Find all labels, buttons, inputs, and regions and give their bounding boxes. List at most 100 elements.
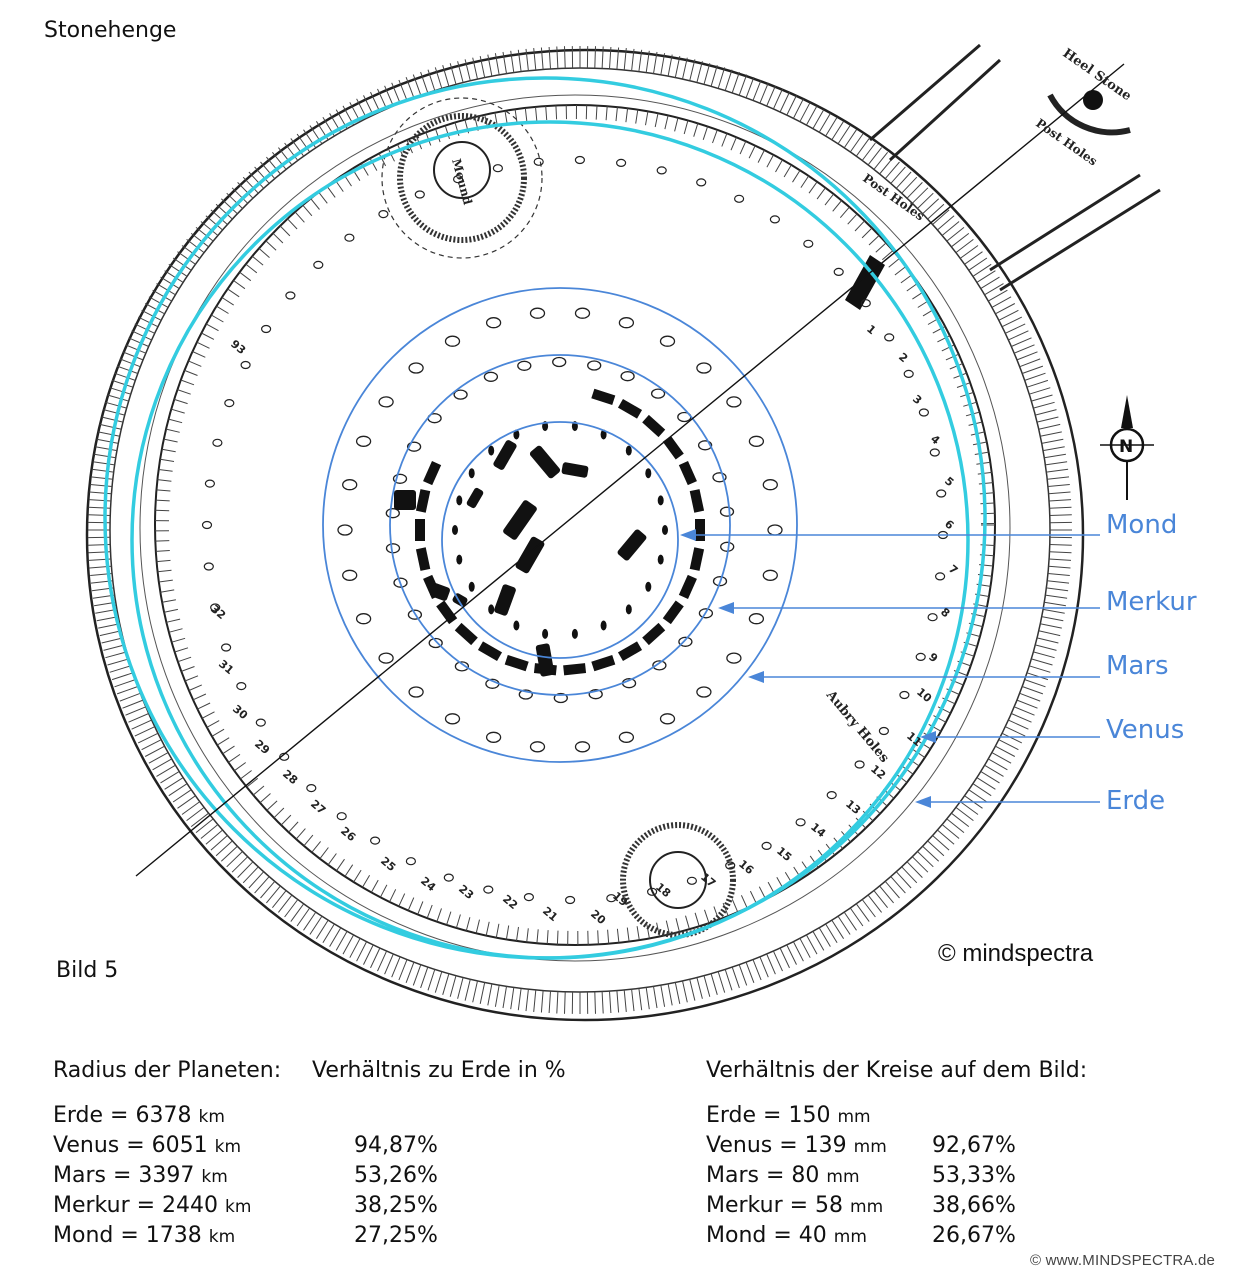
z-hole <box>428 637 443 649</box>
bluestone <box>456 554 463 565</box>
planet-circles <box>103 76 987 960</box>
aubrey-hole-number: 25 <box>378 854 398 874</box>
label-arrows <box>680 529 1100 808</box>
heel-stone <box>1083 90 1103 110</box>
z-hole <box>393 577 408 588</box>
sarsen-stone <box>504 654 529 672</box>
aubrey-hole <box>483 885 494 894</box>
z-hole <box>518 689 533 700</box>
header-circle-ratio: Verhältnis der Kreise auf dem Bild: <box>706 1058 1088 1083</box>
circle-erde <box>103 76 987 960</box>
row-unit: km <box>198 1107 225 1127</box>
bluestone <box>600 429 607 440</box>
bluestone <box>571 628 578 639</box>
aubrey-hole-number: 23 <box>456 882 476 902</box>
z-hole <box>588 689 603 700</box>
z-hole <box>697 440 713 451</box>
aubrey-hole <box>854 760 865 769</box>
aubrey-hole-number: 10 <box>914 685 934 705</box>
aubrey-hole <box>884 333 895 342</box>
label-erde: Erde <box>1106 786 1166 816</box>
aubrey-hole-number: 7 <box>946 562 960 577</box>
aubrey-hole-number: 5 <box>942 474 956 489</box>
trilithon-stone <box>529 445 561 479</box>
row-percentage: 53,33% <box>932 1163 1016 1188</box>
row-unit: mm <box>853 1137 887 1157</box>
mounds <box>381 97 736 938</box>
bluestone <box>600 620 607 631</box>
row-value: Merkur = 58 <box>706 1193 844 1218</box>
y-hole <box>355 435 372 447</box>
aubrey-hole <box>574 155 586 165</box>
aubrey-hole-number: 28 <box>280 767 300 787</box>
y-hole <box>696 686 712 698</box>
y-hole <box>748 613 765 625</box>
bluestone <box>488 604 495 615</box>
aubrey-hole <box>696 178 707 187</box>
y-hole <box>767 524 783 536</box>
y-hole <box>574 741 591 753</box>
y-hole <box>444 713 461 725</box>
label-merkur: Merkur <box>1106 587 1197 617</box>
row-percentage: 38,66% <box>932 1193 1016 1218</box>
y-hole <box>726 652 742 664</box>
aubrey-hole <box>564 895 576 905</box>
aubrey-hole <box>899 690 910 700</box>
solstice-axis <box>135 63 1125 877</box>
aubrey-hole <box>533 157 544 166</box>
outer-bank-hatch <box>88 46 1072 1014</box>
label-venus: Venus <box>1106 715 1185 745</box>
aubrey-hole <box>523 892 535 902</box>
aubrey-hole <box>803 239 814 248</box>
aubrey-hole-number: 30 <box>230 702 250 722</box>
y-hole <box>444 335 461 347</box>
arrow-head <box>748 671 764 683</box>
aubrey-hole <box>656 166 667 175</box>
y-hole <box>378 396 394 408</box>
aubrey-hole <box>240 360 251 370</box>
arrow-head <box>915 796 931 808</box>
table-row: Erde = 6378 km <box>53 1103 225 1128</box>
aubrey-hole-number: 26 <box>338 824 358 844</box>
aubrey-hole <box>606 894 617 903</box>
label-mond: Mond <box>1106 510 1178 540</box>
aubrey-hole-number: 21 <box>540 904 560 924</box>
circle-mars <box>322 287 798 763</box>
aubrey-hole <box>261 324 272 334</box>
sarsen-stone <box>415 519 425 541</box>
aubrey-hole <box>761 841 772 851</box>
aubrey-hole <box>934 572 946 581</box>
arrow-head <box>718 602 734 614</box>
aubrey-hole <box>918 408 930 417</box>
post-holes-label-2: Post Holes <box>860 171 927 224</box>
aubrey-hole <box>443 873 454 882</box>
y-hole <box>408 686 424 698</box>
z-hole <box>720 541 735 552</box>
sarsen-stone <box>662 435 684 460</box>
y-hole <box>355 613 372 625</box>
z-hole <box>406 441 422 452</box>
bluestone <box>625 445 632 456</box>
table-row: Venus = 139 mm <box>706 1133 887 1158</box>
row-unit: km <box>201 1167 228 1187</box>
aubrey-hole-number: 22 <box>500 892 520 912</box>
compass-icon: N <box>1100 395 1154 500</box>
aubrey-hole-number: 31 <box>216 657 236 677</box>
z-hole <box>454 661 470 672</box>
aubrey-hole <box>878 726 890 736</box>
bluestone <box>488 445 495 456</box>
z-hole <box>712 576 728 587</box>
z-hole <box>652 660 667 671</box>
aubrey-hole <box>414 190 425 199</box>
aubrey-hole <box>686 876 698 885</box>
aubrey-hole <box>344 233 355 242</box>
y-hole <box>696 362 712 374</box>
row-value: Mond = 40 <box>706 1223 827 1248</box>
trilithon-stone <box>429 583 451 601</box>
table-row: Mars = 3397 km <box>53 1163 228 1188</box>
aubrey-hole-number: 4 <box>928 432 942 447</box>
y-hole <box>485 317 502 329</box>
bluestone <box>468 581 475 592</box>
z-hole <box>698 608 714 619</box>
label-mars: Mars <box>1106 651 1169 681</box>
